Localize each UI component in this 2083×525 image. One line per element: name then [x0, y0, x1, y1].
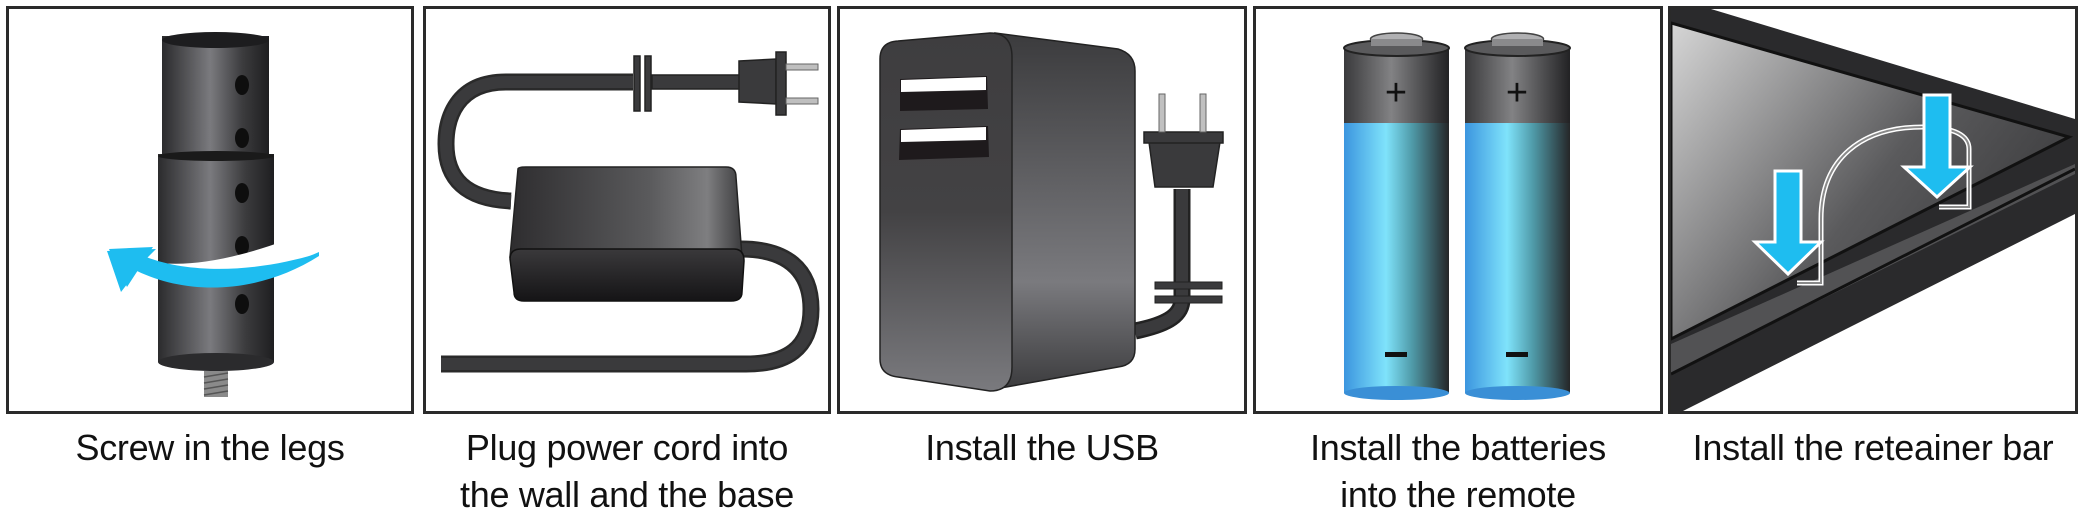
negative-symbol	[1506, 352, 1528, 357]
step-caption-power-cord: Plug power cord into the wall and the ba…	[423, 424, 831, 518]
caption-line: Install the reteainer bar	[1692, 427, 2054, 468]
caption-line: into the remote	[1340, 474, 1576, 515]
battery-icon: +	[1464, 32, 1571, 400]
caption-line: Plug power cord into	[465, 427, 789, 468]
step-caption-screw-legs: Screw in the legs	[6, 424, 414, 471]
positive-symbol: +	[1506, 72, 1528, 114]
down-arrow-icon	[1751, 169, 1825, 277]
usb-charger-illustration	[879, 32, 1224, 392]
positive-symbol: +	[1385, 72, 1407, 114]
step-panel-retainer-bar	[1668, 6, 2078, 414]
step-caption-usb: Install the USB	[837, 424, 1247, 471]
usb-port-icon	[900, 76, 988, 111]
step-caption-batteries: Install the batteries into the remote	[1253, 424, 1663, 518]
batteries-illustration: + +	[1343, 32, 1571, 400]
down-arrow-icon	[1900, 93, 1974, 200]
caption-line: Screw in the legs	[75, 427, 345, 468]
power-adapter-illustration	[437, 51, 820, 373]
caption-line: Install the USB	[925, 427, 1159, 468]
step-panel-screw-legs	[6, 6, 414, 414]
retainer-bar-illustration	[1671, 9, 2075, 411]
caption-line: Install the batteries	[1310, 427, 1606, 468]
step-panel-power-cord	[423, 6, 831, 414]
step-panel-usb	[837, 6, 1247, 414]
usb-port-icon	[899, 126, 989, 160]
caption-line: the wall and the base	[460, 474, 794, 515]
step-panel-batteries: + +	[1253, 6, 1663, 414]
step-caption-retainer-bar: Install the reteainer bar	[1664, 424, 2082, 471]
negative-symbol	[1385, 352, 1407, 357]
battery-icon: +	[1343, 32, 1450, 400]
leg-cylinder-illustration	[104, 32, 322, 397]
